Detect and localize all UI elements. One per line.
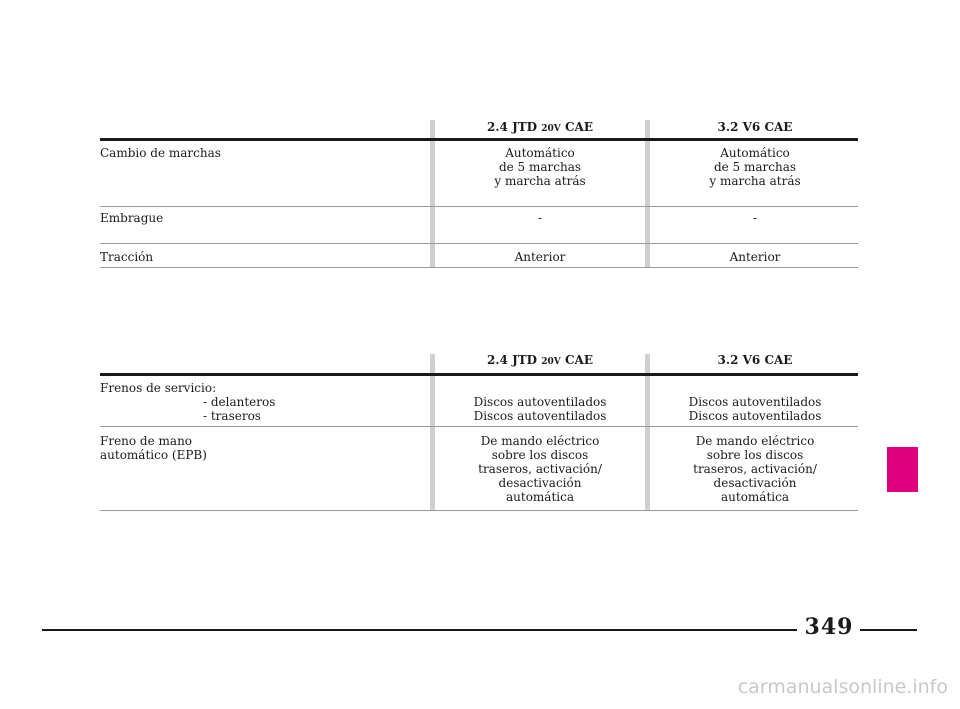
- row-divider: [100, 267, 858, 268]
- section-tab-marker: [887, 447, 918, 492]
- footer-rule: [42, 629, 797, 631]
- row-divider: [100, 510, 858, 511]
- table-header: 2.4 JTD 20V CAE 3.2 V6 CAE: [100, 350, 858, 370]
- cell-traction-v6: Anterior: [729, 250, 781, 264]
- cell-parking-brake-jtd: De mando eléctrico sobre los discos tras…: [478, 434, 602, 504]
- cell-gearbox-jtd: Automático de 5 marchas y marcha atrás: [494, 146, 586, 188]
- row-label-gearbox: Cambio de marchas: [100, 146, 221, 160]
- cell-parking-brake-v6: De mando eléctrico sobre los discos tras…: [693, 434, 817, 504]
- column-divider-bar: [645, 354, 650, 511]
- page-number: 349: [804, 614, 854, 640]
- table-header: 2.4 JTD 20V CAE 3.2 V6 CAE: [100, 118, 858, 138]
- cell-service-brakes-v6: Discos autoventilados Discos autoventila…: [688, 395, 822, 423]
- row-divider: [100, 243, 858, 244]
- header-v6: 3.2 V6 CAE: [717, 120, 793, 134]
- row-label-parking-brake: Freno de mano automático (EPB): [100, 434, 207, 462]
- column-divider-bar: [430, 354, 435, 511]
- footer-rule: [860, 629, 917, 631]
- column-divider-bar: [645, 120, 650, 268]
- row-divider: [100, 206, 858, 207]
- row-label-traction: Tracción: [100, 250, 154, 264]
- header-jtd: 2.4 JTD 20V CAE: [487, 353, 593, 367]
- header-rule: [100, 138, 858, 141]
- brakes-spec-table: 2.4 JTD 20V CAE 3.2 V6 CAE Frenos de ser…: [100, 350, 858, 511]
- row-label-clutch: Embrague: [100, 211, 164, 225]
- transmission-spec-table: 2.4 JTD 20V CAE 3.2 V6 CAE Cambio de mar…: [100, 118, 858, 268]
- cell-clutch-v6: -: [752, 211, 758, 225]
- cell-clutch-jtd: -: [537, 211, 543, 225]
- header-v6: 3.2 V6 CAE: [717, 353, 793, 367]
- cell-gearbox-v6: Automático de 5 marchas y marcha atrás: [709, 146, 801, 188]
- header-rule: [100, 373, 858, 376]
- row-label-service-brakes: Frenos de servicio: - delanteros - trase…: [100, 381, 276, 423]
- cell-service-brakes-jtd: Discos autoventilados Discos autoventila…: [473, 395, 607, 423]
- row-divider: [100, 426, 858, 427]
- watermark-text: carmanualsonline.info: [737, 676, 948, 698]
- cell-traction-jtd: Anterior: [514, 250, 566, 264]
- header-jtd: 2.4 JTD 20V CAE: [487, 120, 593, 134]
- column-divider-bar: [430, 120, 435, 268]
